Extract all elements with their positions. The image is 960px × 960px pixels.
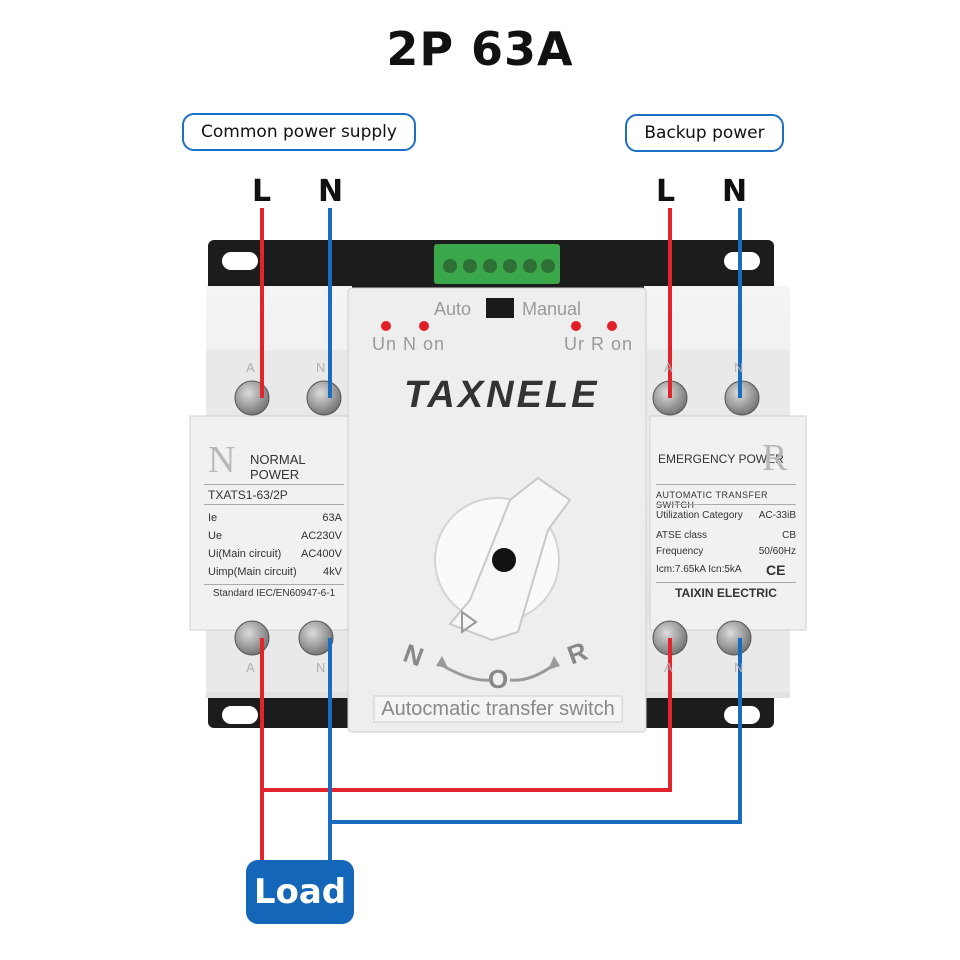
terminal-n-bottom-right: N bbox=[734, 660, 744, 675]
terminal-n-top-right: N bbox=[734, 360, 744, 375]
neutral-wires bbox=[328, 208, 742, 866]
device-footer-label: Autocmatic transfer switch bbox=[381, 698, 615, 720]
normal-panel-standard: Standard IEC/EN60947-6-1 bbox=[212, 588, 336, 599]
spec-value: AC230V bbox=[301, 530, 342, 542]
spec-value: 50/60Hz bbox=[758, 546, 796, 557]
normal-panel-heading: NORMAL POWER bbox=[250, 452, 306, 482]
mode-auto-label: Auto bbox=[434, 299, 472, 319]
terminal-n-top-left: N bbox=[316, 360, 326, 375]
center-module bbox=[347, 287, 647, 733]
brand-logo: TAXNELE bbox=[404, 374, 600, 416]
backup-power-label: Backup power bbox=[625, 114, 784, 152]
terminal-screws bbox=[443, 259, 555, 273]
common-power-supply-label: Common power supply bbox=[182, 113, 416, 151]
indicators-left-label: Un N on bbox=[372, 334, 446, 354]
load-label: Load bbox=[246, 860, 354, 924]
normal-module bbox=[189, 286, 352, 698]
emergency-power-panel: EMERGENCY POWER R AUTOMATIC TRANSFER SWI… bbox=[650, 416, 806, 630]
spec-key: ATSE class bbox=[656, 530, 707, 541]
line-wires bbox=[260, 208, 672, 866]
common-neutral-label: N bbox=[318, 174, 344, 209]
spec-key: Ui(Main circuit) bbox=[208, 548, 282, 560]
control-terminal-block bbox=[434, 244, 560, 284]
spec-value: 63A bbox=[322, 512, 342, 524]
spec-value: AC400V bbox=[301, 548, 342, 560]
common-line-label: L bbox=[252, 174, 272, 209]
emergency-module bbox=[644, 286, 807, 698]
emergency-panel-subtitle: AUTOMATIC TRANSFER SWITCH bbox=[656, 490, 769, 510]
spec-key: Ie bbox=[208, 512, 218, 524]
backup-neutral-label: N bbox=[722, 174, 748, 209]
ce-mark: CE bbox=[766, 562, 786, 578]
indicators-right-label: Ur R on bbox=[564, 334, 634, 354]
terminal-a-bottom-right: A bbox=[664, 660, 673, 675]
normal-panel-letter: N bbox=[208, 439, 236, 481]
terminal-a-top-left: A bbox=[246, 360, 255, 375]
page-title: 2P 63A bbox=[386, 22, 574, 76]
emergency-panel-letter: R bbox=[762, 437, 788, 479]
normal-power-panel: N NORMAL POWER TXATS1-63/2P Ie 63A Ue AC… bbox=[190, 416, 350, 630]
spec-value: CB bbox=[782, 530, 796, 541]
terminal-n-bottom-left: N bbox=[316, 660, 326, 675]
spec-key: Uimp(Main circuit) bbox=[208, 566, 297, 578]
spec-value: 4kV bbox=[323, 566, 342, 578]
emergency-panel-maker: TAIXIN ELECTRIC bbox=[675, 586, 777, 600]
spec-key: Frequency bbox=[656, 546, 704, 557]
terminal-a-top-right: A bbox=[664, 360, 673, 375]
mode-manual-label: Manual bbox=[522, 299, 582, 319]
emergency-panel-icm: Icm:7.65kA Icn:5kA bbox=[656, 564, 742, 575]
terminal-a-bottom-left: A bbox=[246, 660, 255, 675]
normal-panel-model: TXATS1-63/2P bbox=[208, 488, 288, 502]
spec-key: Utilization Category bbox=[656, 510, 743, 521]
switch-position-o: O bbox=[488, 664, 509, 694]
spec-key: Ue bbox=[208, 530, 223, 542]
emergency-panel-heading: EMERGENCY POWER bbox=[658, 452, 784, 466]
spec-value: AC-33iB bbox=[758, 510, 796, 521]
backup-line-label: L bbox=[656, 174, 676, 209]
